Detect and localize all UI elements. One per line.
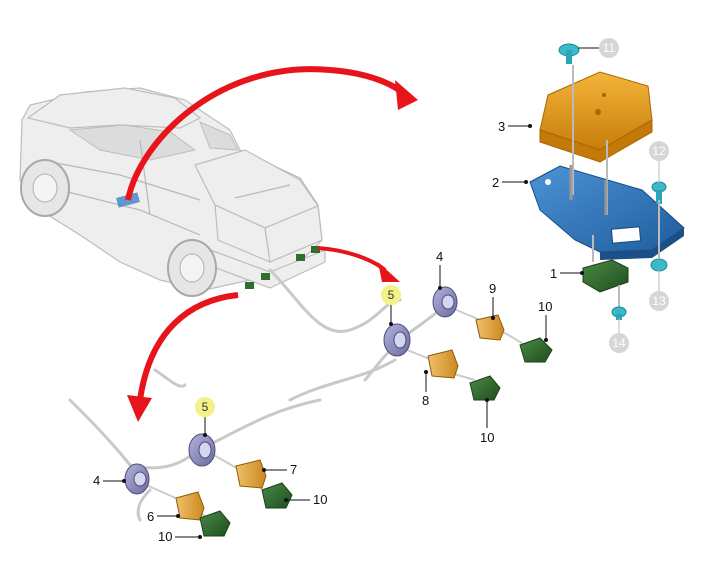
callout-11: 11	[578, 38, 619, 58]
callout-5-right: 5	[381, 285, 401, 326]
svg-text:4: 4	[436, 249, 443, 264]
callout-10-d: 10	[158, 529, 202, 544]
svg-text:10: 10	[158, 529, 172, 544]
sensor-bezel-5-left	[188, 433, 216, 467]
svg-text:10: 10	[313, 492, 327, 507]
control-module-assembly	[529, 43, 685, 320]
clip-11	[558, 43, 580, 64]
callout-10-a: 10	[538, 299, 552, 342]
callout-13: 13	[649, 270, 669, 311]
callout-12: 12	[649, 141, 669, 183]
right-sensor-group	[268, 268, 553, 402]
sensor-bezel-5-right	[383, 323, 411, 357]
callout-6: 6	[147, 509, 180, 524]
svg-text:10: 10	[480, 430, 494, 445]
arrow-head-right	[378, 262, 400, 282]
svg-text:1: 1	[550, 266, 557, 281]
arrow-head-left	[127, 395, 152, 422]
module-part-1	[582, 235, 629, 293]
arrow-to-left-harness	[137, 292, 239, 401]
svg-text:4: 4	[93, 473, 100, 488]
svg-text:5: 5	[388, 288, 395, 302]
callout-1: 1	[550, 266, 584, 281]
callout-10-c: 10	[284, 492, 327, 507]
callout-8: 8	[422, 370, 429, 408]
sensor-part-10-lower-right	[469, 375, 501, 401]
svg-text:11: 11	[603, 41, 616, 55]
svg-text:12: 12	[652, 144, 666, 158]
svg-text:13: 13	[652, 294, 666, 308]
callout-2: 2	[492, 175, 528, 190]
holder-part-9	[475, 314, 505, 341]
svg-text:14: 14	[612, 336, 626, 350]
arrow-to-right-harness	[317, 246, 387, 272]
left-sensor-group	[68, 368, 322, 537]
sensor-part-10-upper-left	[261, 482, 293, 509]
callout-10-b: 10	[480, 398, 494, 445]
svg-text:6: 6	[147, 509, 154, 524]
callout-7: 7	[262, 462, 297, 477]
callout-4-right: 4	[436, 249, 443, 290]
svg-text:5: 5	[202, 400, 209, 414]
cover-part-3	[539, 71, 653, 163]
svg-text:7: 7	[290, 462, 297, 477]
red-arrows	[125, 66, 418, 422]
svg-text:3: 3	[498, 119, 505, 134]
svg-text:2: 2	[492, 175, 499, 190]
svg-text:10: 10	[538, 299, 552, 314]
pickup-truck-illustration	[19, 87, 326, 297]
sensor-bezel-4-right	[432, 286, 458, 318]
arrow-head-module	[395, 80, 418, 110]
callout-4-left: 4	[93, 473, 126, 488]
callout-3: 3	[498, 119, 532, 134]
rear-wheel	[167, 239, 217, 297]
svg-text:8: 8	[422, 393, 429, 408]
svg-text:9: 9	[489, 281, 496, 296]
arrow-to-module	[125, 66, 408, 201]
bumper-sensors	[245, 246, 320, 289]
front-wheel	[20, 159, 70, 217]
callout-5-left: 5	[195, 397, 215, 437]
holder-part-7	[235, 459, 267, 489]
callout-14: 14	[609, 318, 629, 353]
holder-part-6	[175, 491, 205, 521]
sensor-bezel-4-left	[124, 463, 150, 495]
holder-part-8	[427, 349, 459, 379]
sensor-part-10-upper-right	[519, 337, 553, 363]
clip-14	[611, 306, 627, 320]
clip-13	[650, 258, 668, 272]
sensor-part-10-lower-left	[199, 510, 231, 537]
callout-9: 9	[489, 281, 496, 320]
